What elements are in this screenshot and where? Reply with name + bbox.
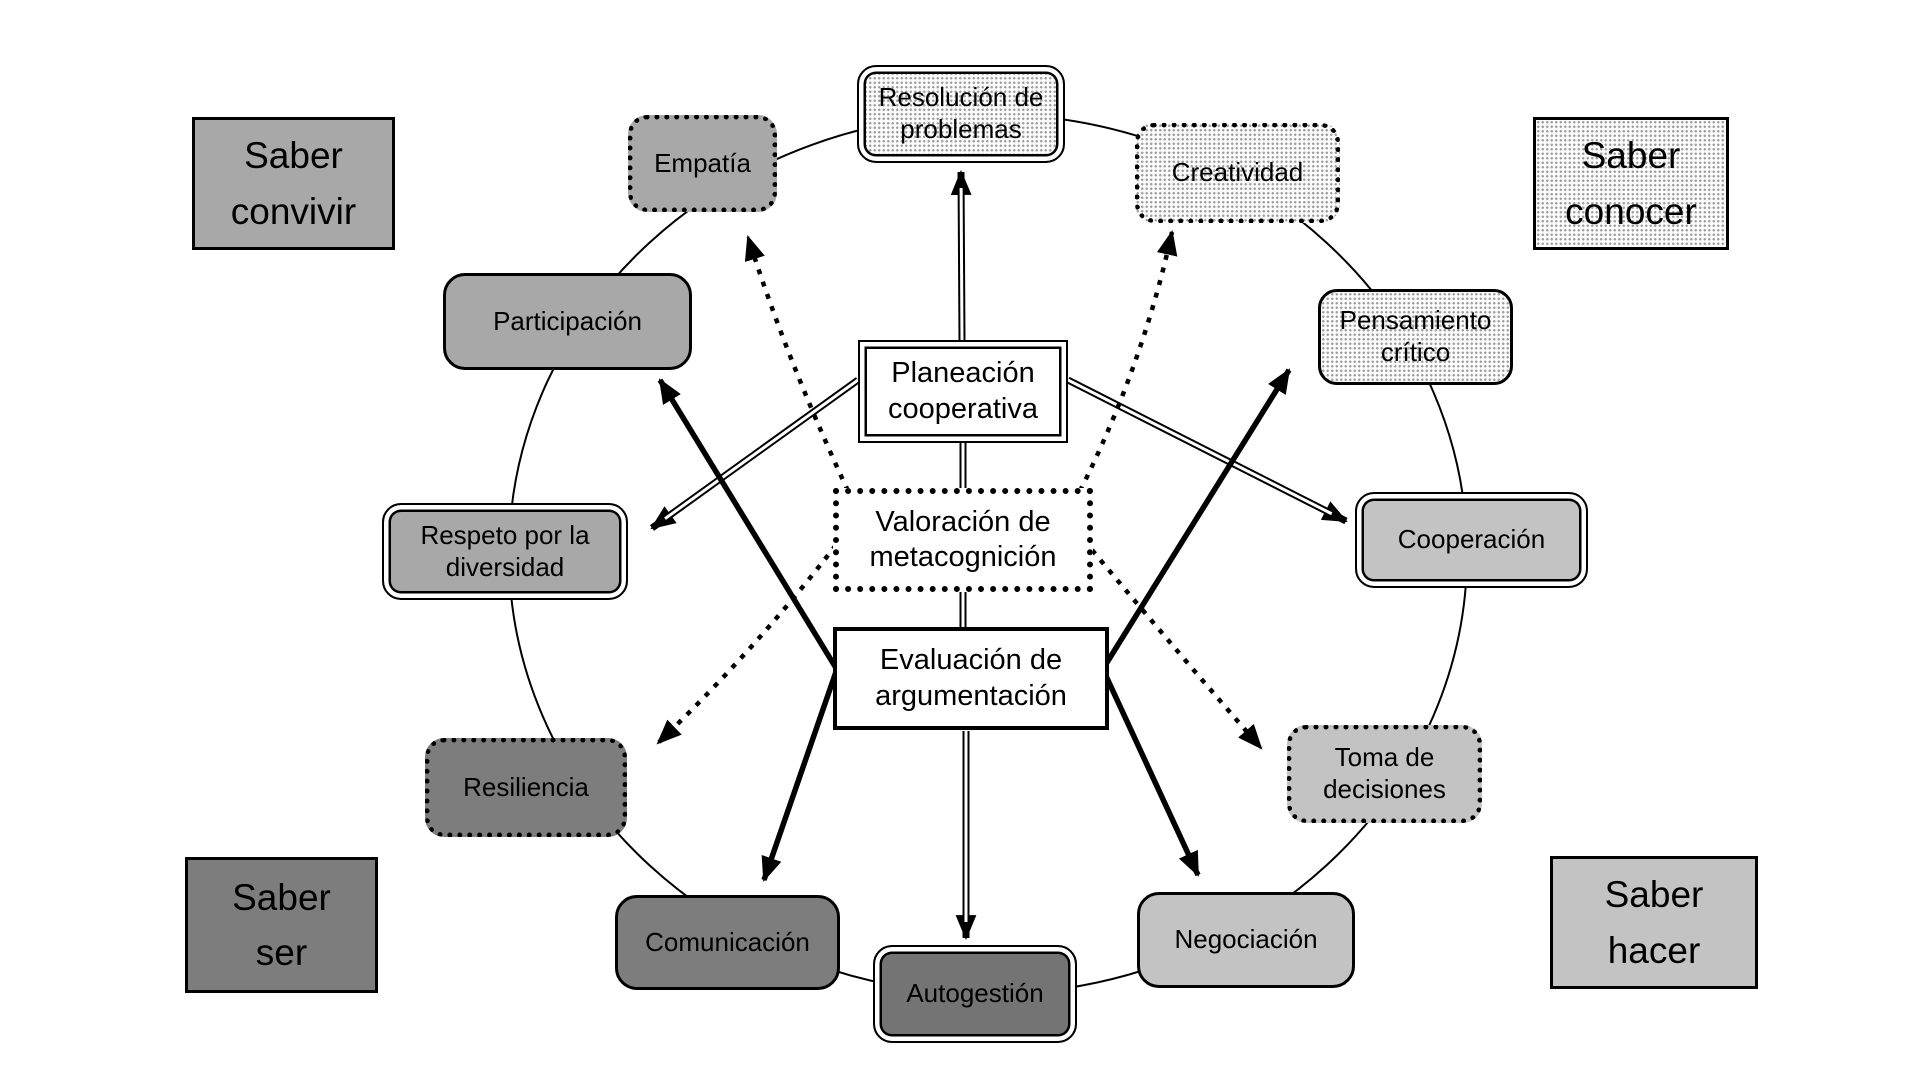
corner-saber-convivir: Saber convivir xyxy=(192,117,395,250)
arrow-valoracion-toma xyxy=(1090,548,1263,750)
ring-node-cooperacion: Cooperación xyxy=(1355,492,1588,588)
ring-node-toma-de-decisiones: Toma de decisiones xyxy=(1287,725,1482,823)
ring-node-resolucion-de-problemas: Resolución de problemas xyxy=(857,65,1065,163)
arrow-planeacion-respeto xyxy=(649,377,861,531)
arrow-evaluacion-participacion xyxy=(657,378,839,670)
arrow-valoracion-empatia xyxy=(744,235,851,492)
arrow-evaluacion-pensamiento xyxy=(1103,368,1292,666)
ring-node-respeto-por-la-diversidad: Respeto por la diversidad xyxy=(382,503,628,600)
corner-saber-conocer: Saber conocer xyxy=(1533,117,1729,250)
arrow-evaluacion-negociacion xyxy=(1103,674,1201,877)
ring-node-autogestion: Autogestión xyxy=(873,945,1077,1043)
ring-node-resiliencia: Resiliencia xyxy=(425,738,627,837)
arrow-planeacion-cooperacion xyxy=(1066,376,1348,525)
ring-node-pensamiento-critico: Pensamiento crítico xyxy=(1318,289,1513,385)
arrow-valoracion-creatividad xyxy=(1077,229,1178,493)
ring-node-creatividad: Creatividad xyxy=(1135,123,1340,223)
center-box-valoracion-de-metacognicion: Valoración de metacognición xyxy=(833,488,1093,592)
corner-saber-ser: Saber ser xyxy=(185,857,378,993)
ring-node-participacion: Participación xyxy=(443,273,692,370)
ring-node-empatia: Empatía xyxy=(628,115,777,212)
arrow-valoracion-resiliencia xyxy=(656,543,838,745)
arrow-evaluacion-comunicacion xyxy=(761,665,841,882)
ring-node-comunicacion: Comunicación xyxy=(615,895,840,990)
center-box-evaluacion-de-argumentacion: Evaluación de argumentación xyxy=(833,627,1109,730)
center-box-planeacion-cooperativa: Planeación cooperativa xyxy=(858,340,1068,443)
corner-saber-hacer: Saber hacer xyxy=(1550,856,1758,989)
ring-node-negociacion: Negociación xyxy=(1137,892,1355,988)
arrow-planeacion-resolucion xyxy=(950,169,972,341)
